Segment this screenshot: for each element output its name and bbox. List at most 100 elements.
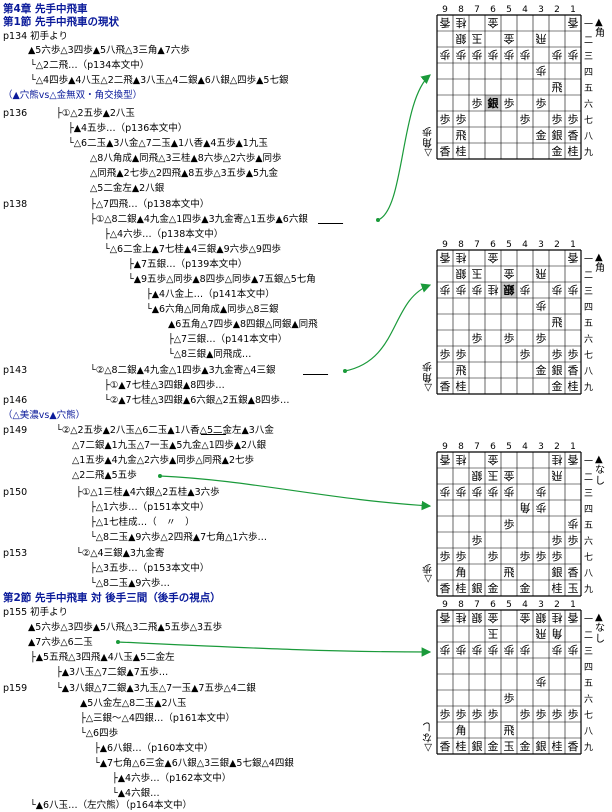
sente-piece: 銀 bbox=[536, 739, 547, 753]
gote-piece: 歩 bbox=[568, 517, 579, 531]
gote-piece: 歩 bbox=[488, 485, 499, 499]
gote-piece: 歩 bbox=[568, 283, 579, 297]
sente-piece: 銀 bbox=[472, 581, 483, 595]
gote-piece: 銀 bbox=[456, 32, 467, 46]
sente-piece: 歩 bbox=[440, 112, 451, 126]
file-label: 1 bbox=[570, 600, 576, 610]
sente-hand: ▲なし bbox=[595, 454, 605, 487]
sente-hand: ▲角 bbox=[595, 17, 605, 39]
move-line: └▲4六銀… bbox=[112, 788, 160, 799]
gote-piece: 香 bbox=[568, 251, 579, 264]
move-line: └▲6八玉…（左穴熊）（p164本文中） bbox=[30, 800, 192, 811]
gote-hand: △歩 bbox=[422, 562, 432, 584]
move-line: ├▲4五歩…（p136本文中） bbox=[68, 123, 188, 134]
gote-piece: 歩 bbox=[456, 283, 467, 297]
move-line: └△6二金上▲7七桂▲4三銀▲9六歩△9四歩 bbox=[104, 244, 281, 255]
arrow-origin-dot bbox=[376, 218, 380, 222]
sente-piece: 歩 bbox=[456, 707, 467, 721]
file-label: 7 bbox=[474, 600, 480, 610]
gote-piece: 桂 bbox=[552, 453, 563, 467]
gote-piece: 香 bbox=[568, 611, 579, 624]
underlined-move: 1八香 bbox=[201, 425, 226, 437]
gote-piece: 角 bbox=[552, 627, 563, 640]
gote-piece: 歩 bbox=[440, 283, 451, 297]
move-line: ▲5八金左△8二玉▲2八玉 bbox=[80, 698, 187, 709]
file-label: 3 bbox=[538, 240, 544, 250]
gote-piece: 飛 bbox=[552, 469, 563, 482]
gote-hand: △角歩 bbox=[422, 360, 432, 393]
file-label: 4 bbox=[522, 442, 528, 452]
sente-piece: 金 bbox=[536, 128, 547, 142]
rank-label: 五 bbox=[584, 521, 593, 531]
gote-piece: 玉 bbox=[488, 627, 499, 640]
sente-piece: 銀 bbox=[552, 363, 563, 377]
rank-label: 二 bbox=[584, 271, 593, 281]
page-ref: p138 bbox=[3, 199, 28, 210]
file-label: 5 bbox=[506, 600, 512, 610]
sente-piece: 歩 bbox=[568, 347, 579, 361]
gote-piece: 金 bbox=[488, 453, 499, 467]
arrow-to-board-2 bbox=[344, 283, 432, 372]
rank-label: 一 bbox=[584, 615, 593, 625]
sente-piece: 金 bbox=[488, 739, 499, 753]
move-line: └②△8二銀▲4九金△1四歩▲3九金寄△4三銀 bbox=[90, 365, 276, 376]
gote-piece: 桂 bbox=[488, 283, 499, 297]
sente-piece: 飛 bbox=[504, 724, 515, 737]
gote-piece: 銀 bbox=[472, 611, 483, 625]
rank-label: 四 bbox=[584, 303, 593, 313]
move-line: └△8三銀▲同飛成… bbox=[168, 349, 252, 360]
file-label: 2 bbox=[554, 600, 560, 610]
rank-label: 七 bbox=[584, 115, 593, 126]
gote-piece: 飛 bbox=[536, 32, 547, 45]
rank-label: 九 bbox=[584, 742, 593, 753]
sente-piece: 桂 bbox=[456, 581, 467, 595]
move-line: └▲3八銀△7二銀▲3九玉△7一玉▲7五歩△4二銀 bbox=[56, 683, 256, 694]
file-label: 6 bbox=[490, 5, 496, 15]
rank-label: 七 bbox=[584, 552, 593, 563]
gote-piece: 歩 bbox=[536, 675, 547, 689]
gote-piece: 金 bbox=[520, 611, 531, 625]
rank-label: 六 bbox=[584, 693, 593, 705]
rank-label: 三 bbox=[584, 489, 593, 499]
gote-piece: 歩 bbox=[568, 643, 579, 657]
sente-piece: 歩 bbox=[520, 347, 531, 361]
file-label: 7 bbox=[474, 240, 480, 250]
sente-piece: 歩 bbox=[472, 96, 483, 110]
move-line: └②△4三銀▲3九金寄 bbox=[76, 548, 165, 559]
gote-piece: 飛 bbox=[536, 627, 547, 640]
file-label: 2 bbox=[554, 442, 560, 452]
move-line: ├△三銀～△4四銀…（p161本文中） bbox=[80, 713, 236, 724]
page-ref: p155 初手より bbox=[3, 607, 68, 618]
move-line: △8八角成▲同飛△3三桂▲8六歩△2六歩▲同歩 bbox=[90, 153, 282, 164]
move-line: △5二金左▲2八銀 bbox=[90, 183, 165, 194]
rank-label: 九 bbox=[584, 147, 593, 158]
sente-piece: 桂 bbox=[568, 379, 579, 393]
arrow-origin-dot bbox=[116, 640, 120, 644]
sente-piece: 桂 bbox=[552, 581, 563, 595]
move-line: ▲5六歩△3四歩▲5八飛△3三角▲7六歩 bbox=[28, 45, 190, 56]
file-label: 7 bbox=[474, 442, 480, 452]
rank-label: 五 bbox=[584, 84, 593, 94]
gote-piece: 香 bbox=[440, 16, 451, 29]
sente-piece: 銀 bbox=[488, 96, 499, 110]
sente-piece: 歩 bbox=[552, 549, 563, 563]
rank-label: 二 bbox=[584, 473, 593, 483]
rank-label: 一 bbox=[584, 255, 593, 265]
file-label: 4 bbox=[522, 5, 528, 15]
rank-label: 七 bbox=[584, 350, 593, 361]
sente-piece: 歩 bbox=[504, 331, 515, 345]
move-line: └△2二飛…（p134本文中） bbox=[30, 60, 150, 71]
rank-label: 二 bbox=[584, 631, 593, 641]
sente-hand: ▲角 bbox=[595, 252, 605, 274]
file-label: 1 bbox=[570, 240, 576, 250]
sente-piece: 桂 bbox=[456, 144, 467, 158]
file-label: 3 bbox=[538, 442, 544, 452]
move-line: （△美濃vs▲穴熊） bbox=[3, 410, 86, 421]
move-line: ├①△1三桂▲4六銀△2五桂▲3六歩 bbox=[76, 487, 220, 498]
sente-piece: 歩 bbox=[504, 517, 515, 531]
sente-piece: 飛 bbox=[552, 81, 563, 94]
rank-label: 四 bbox=[584, 68, 593, 78]
